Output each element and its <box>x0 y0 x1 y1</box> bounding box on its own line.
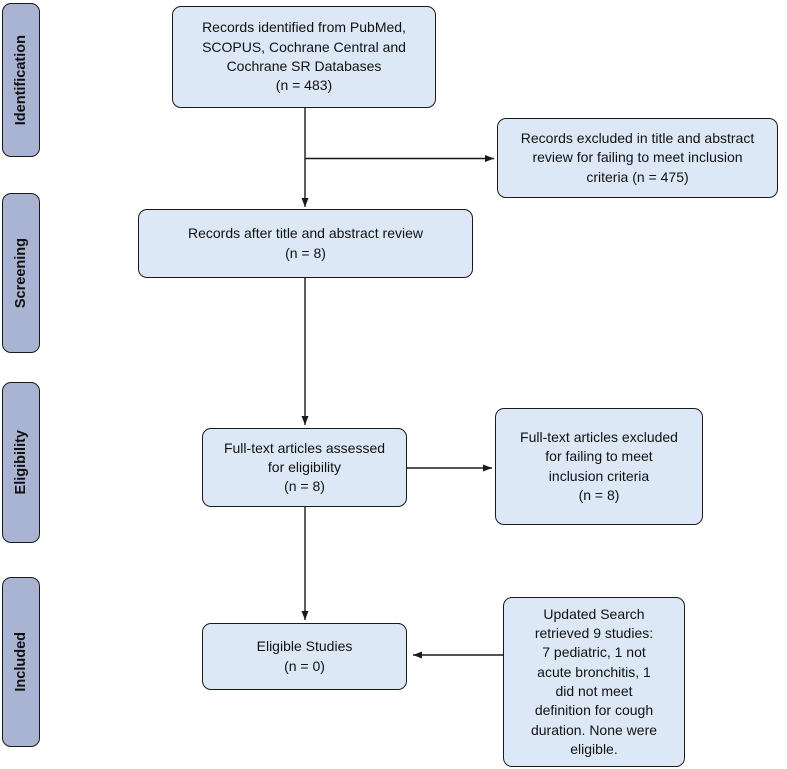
node-fulltext-assessed-text: Full-text articles assessed for eligibil… <box>223 439 386 495</box>
node-updated-search: Updated Search retrieved 9 studies: 7 pe… <box>503 597 685 767</box>
node-records-identified-text: Records identified from PubMed, SCOPUS, … <box>202 19 406 94</box>
stage-identification-label: Identification <box>13 34 29 126</box>
node-fulltext-excluded-text: Full-text articles excluded for failing … <box>520 428 678 503</box>
node-records-after-review: Records after title and abstract review … <box>138 209 473 278</box>
stage-screening-label: Screening <box>13 237 29 309</box>
node-updated-search-text: Updated Search retrieved 9 studies: 7 pe… <box>530 605 658 757</box>
stage-identification: Identification <box>2 3 40 157</box>
stage-included: Included <box>2 577 40 747</box>
node-records-excluded-title-abstract: Records excluded in title and abstract r… <box>497 118 778 198</box>
stage-included-label: Included <box>13 632 29 692</box>
stage-eligibility-label: Eligibility <box>13 430 29 495</box>
node-fulltext-excluded: Full-text articles excluded for failing … <box>495 408 703 525</box>
stage-screening: Screening <box>2 193 40 353</box>
node-fulltext-assessed: Full-text articles assessed for eligibil… <box>202 428 407 507</box>
node-eligible-studies: Eligible Studies (n = 0) <box>202 623 407 690</box>
node-records-after-review-text: Records after title and abstract review … <box>188 225 423 261</box>
stage-eligibility: Eligibility <box>2 382 40 543</box>
node-records-excluded-title-abstract-text: Records excluded in title and abstract r… <box>520 130 755 185</box>
node-eligible-studies-text: Eligible Studies (n = 0) <box>256 638 353 674</box>
node-records-identified: Records identified from PubMed, SCOPUS, … <box>172 6 436 108</box>
